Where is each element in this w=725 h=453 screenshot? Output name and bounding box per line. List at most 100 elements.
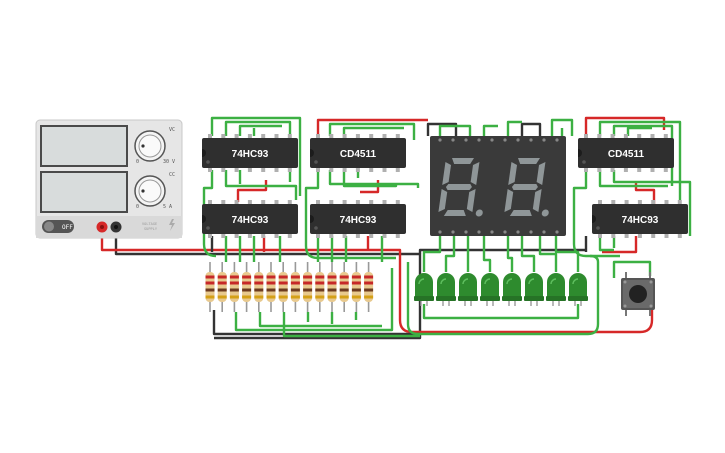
led[interactable] xyxy=(480,273,500,306)
green-wire[interactable] xyxy=(422,236,442,272)
led[interactable] xyxy=(502,273,522,306)
power-switch-label: OFF xyxy=(62,224,73,231)
chip-label: CD4511 xyxy=(340,149,377,160)
segment-d xyxy=(509,210,532,216)
resistor[interactable] xyxy=(290,262,300,312)
green-wire[interactable] xyxy=(224,170,298,200)
resistor[interactable] xyxy=(242,262,252,312)
resistor[interactable] xyxy=(327,262,337,312)
negative-terminal[interactable] xyxy=(110,221,122,233)
display-digit-2 xyxy=(504,158,549,217)
red-wire[interactable] xyxy=(236,180,268,202)
current-knob[interactable] xyxy=(134,175,166,207)
green-wire[interactable] xyxy=(598,120,682,200)
green-wire[interactable] xyxy=(282,312,420,338)
green-wire[interactable] xyxy=(612,260,652,278)
green-wire[interactable] xyxy=(234,268,394,332)
green-wire[interactable] xyxy=(422,304,580,320)
power-switch[interactable]: OFF xyxy=(42,220,74,233)
push-button[interactable] xyxy=(621,272,655,316)
positive-terminal[interactable] xyxy=(96,221,108,233)
segment-f xyxy=(508,162,518,185)
brand-line-2: SUPPLY xyxy=(144,227,158,231)
red-wire[interactable] xyxy=(602,236,638,254)
green-wire[interactable] xyxy=(328,122,416,140)
green-wire[interactable] xyxy=(554,236,580,272)
chip-cd4511-top-middle[interactable]: CD4511 xyxy=(310,134,406,172)
green-wire[interactable] xyxy=(598,170,668,188)
voltage-knob[interactable] xyxy=(134,130,166,162)
display-pin xyxy=(464,230,468,234)
current-knob-max: 5 A xyxy=(163,204,172,210)
chip-label: 74HC93 xyxy=(232,215,269,226)
display-pin xyxy=(477,138,481,142)
black-wire[interactable] xyxy=(212,310,420,336)
green-wire[interactable] xyxy=(444,236,456,272)
green-wire[interactable] xyxy=(506,120,522,136)
display-pin xyxy=(516,138,520,142)
green-wire[interactable] xyxy=(482,124,498,136)
led[interactable] xyxy=(546,273,566,306)
display-pin xyxy=(503,138,507,142)
green-wire[interactable] xyxy=(626,126,652,136)
resistor[interactable] xyxy=(315,262,325,312)
resistor[interactable] xyxy=(266,262,276,312)
segment-b xyxy=(470,162,480,185)
green-wire[interactable] xyxy=(520,236,536,272)
red-wire[interactable] xyxy=(100,228,402,258)
display-pin xyxy=(555,138,559,142)
led[interactable] xyxy=(524,273,544,306)
black-wire[interactable] xyxy=(426,122,458,136)
led[interactable] xyxy=(436,273,456,306)
power-supply[interactable]: 0 30 V VC 0 5 A CC OFF VOLTAGE SUPPLY xyxy=(35,119,183,239)
green-wire[interactable] xyxy=(482,236,492,272)
red-wire[interactable] xyxy=(398,258,654,334)
green-wire[interactable] xyxy=(328,170,420,188)
resistor[interactable] xyxy=(364,262,374,312)
green-wire[interactable] xyxy=(550,118,574,136)
red-wire[interactable] xyxy=(584,116,666,136)
black-wire[interactable] xyxy=(520,122,542,136)
green-wire[interactable] xyxy=(238,124,282,136)
resistor[interactable] xyxy=(229,262,239,312)
display-pin xyxy=(490,230,494,234)
resistor[interactable] xyxy=(254,262,264,312)
push-button-icon xyxy=(629,285,647,303)
green-wire[interactable] xyxy=(538,236,558,272)
led[interactable] xyxy=(414,273,434,306)
green-wire[interactable] xyxy=(438,124,472,138)
voltage-knob-min: 0 xyxy=(136,159,139,165)
chip-cd4511-top-right[interactable]: CD4511 xyxy=(578,134,674,172)
display-digit-1 xyxy=(438,158,483,217)
green-wire[interactable] xyxy=(210,116,302,196)
chip-label: CD4511 xyxy=(608,149,645,160)
chip-74hc93-bottom-right[interactable]: 74HC93 xyxy=(592,200,688,238)
resistor[interactable] xyxy=(339,262,349,312)
resistor[interactable] xyxy=(217,262,227,312)
resistor[interactable] xyxy=(205,262,215,312)
chip-74hc93-bottom-left[interactable]: 74HC93 xyxy=(202,200,298,238)
segment-a xyxy=(518,158,540,164)
red-wire[interactable] xyxy=(316,118,428,136)
green-wire[interactable] xyxy=(598,236,614,252)
chip-74hc93-bottom-middle[interactable]: 74HC93 xyxy=(310,200,406,238)
green-wire[interactable] xyxy=(258,312,382,328)
green-wire[interactable] xyxy=(612,170,692,236)
green-wire[interactable] xyxy=(202,170,217,258)
led[interactable] xyxy=(458,273,478,306)
led[interactable] xyxy=(568,273,588,306)
chip-74hc93-top-left[interactable]: 74HC93 xyxy=(202,134,298,172)
resistor[interactable] xyxy=(278,262,288,312)
current-knob-tag: CC xyxy=(169,172,175,178)
green-wire[interactable] xyxy=(342,170,398,188)
segment-b xyxy=(536,162,546,185)
green-wire[interactable] xyxy=(506,236,514,272)
control-strip xyxy=(36,216,182,238)
resistor[interactable] xyxy=(351,262,361,312)
resistor[interactable] xyxy=(303,262,313,312)
seven-segment-display[interactable] xyxy=(430,136,566,236)
green-wire[interactable] xyxy=(342,126,404,136)
black-wire[interactable] xyxy=(418,248,586,254)
green-wire[interactable] xyxy=(406,254,600,336)
